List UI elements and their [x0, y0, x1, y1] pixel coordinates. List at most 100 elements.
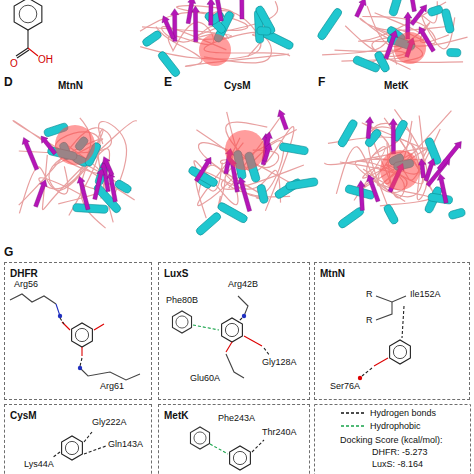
helix [383, 203, 400, 225]
panel-heading: MtnN [319, 268, 346, 279]
ligand-drawings [10, 0, 471, 474]
strand [410, 5, 427, 26]
legend-text: Hydrogen bonds [370, 408, 436, 418]
strand [107, 172, 117, 202]
binding-pocket [380, 150, 420, 190]
strand [437, 141, 461, 170]
atom-label: O [10, 58, 18, 69]
ring [190, 427, 209, 449]
strand [93, 168, 105, 199]
protein-cartoon [140, 0, 294, 78]
protein-cartoon [187, 110, 318, 237]
panel-heading: LuxS [163, 268, 189, 279]
ring [62, 436, 83, 460]
bond [376, 296, 406, 302]
aromatic-circle [393, 345, 406, 358]
legend-item: Hydrogen bonds [340, 408, 436, 418]
bond [376, 302, 392, 320]
protein-cartoon [13, 118, 137, 228]
panel-letter: E [164, 76, 172, 89]
residue-label: Gly222A [92, 418, 127, 428]
legend-swatch [340, 409, 366, 417]
binding-pocket [55, 125, 95, 165]
panel-box: MtnN [314, 262, 470, 400]
strand [103, 157, 114, 176]
ring [14, 0, 42, 30]
helix [448, 208, 466, 220]
interaction-line [84, 446, 106, 454]
interaction-line [60, 318, 64, 324]
strand [238, 177, 252, 211]
bond [27, 30, 28, 48]
legend-text: Hydrophobic [370, 421, 421, 431]
helix [316, 7, 343, 41]
interaction-line [84, 432, 92, 442]
panel-heading: DHFR [9, 268, 39, 279]
score-note: Docking Score (kcal/mol): [340, 436, 443, 446]
helix [428, 193, 453, 205]
legend-frame [315, 405, 471, 474]
aromatic-circle [233, 451, 246, 464]
panel-heading: CysM [9, 410, 38, 421]
bond [28, 48, 38, 56]
helix [204, 11, 228, 35]
strand [407, 0, 416, 12]
aromatic-circle [225, 323, 238, 336]
helix [195, 211, 222, 236]
strand [162, 16, 175, 40]
helix [255, 5, 277, 36]
aromatic-circle [65, 441, 78, 454]
score-note: LuxS: -8.164 [372, 460, 423, 470]
strand [34, 180, 47, 208]
bond [238, 296, 248, 316]
bond [226, 342, 232, 352]
helix [73, 203, 109, 213]
residue-label: Lys44A [24, 460, 54, 470]
helix [447, 48, 461, 56]
residue-label: Thr240A [262, 428, 297, 438]
strand [437, 174, 448, 204]
interaction-line [252, 440, 264, 452]
binding-pocket [394, 32, 426, 64]
atom [242, 314, 246, 318]
strand [238, 0, 246, 19]
interaction-line [80, 358, 82, 366]
bond [80, 368, 140, 380]
residue-label: Arg42B [228, 280, 258, 290]
strand [186, 0, 195, 24]
ring [390, 340, 411, 364]
helix [337, 118, 359, 148]
bond [94, 324, 104, 330]
helix [157, 50, 181, 78]
atom [358, 376, 362, 380]
residue-label: Phe80B [166, 296, 198, 306]
panel-letter: F [318, 76, 325, 89]
protein-name: MetK [384, 80, 408, 91]
strand [278, 110, 289, 130]
bond [226, 354, 244, 378]
aromatic-circle [19, 5, 37, 23]
interaction-line [193, 325, 219, 330]
strand [207, 0, 215, 25]
residue-label: Ile152A [410, 290, 441, 300]
panel-heading: MetK [163, 410, 189, 421]
legend-swatch [340, 422, 366, 430]
strand [22, 137, 39, 170]
strand [194, 157, 211, 182]
helix [427, 5, 444, 17]
interaction-line [402, 306, 404, 338]
strand [389, 119, 397, 154]
residue-label: Glu60A [190, 374, 220, 384]
protein-name: MtnN [58, 80, 83, 91]
helix [441, 8, 455, 34]
strand [424, 159, 435, 182]
strand [77, 176, 90, 210]
aromatic-circle [176, 316, 188, 328]
residue-label: Gly128A [262, 358, 297, 368]
interaction-line [52, 452, 60, 458]
ring [72, 323, 93, 347]
bond [17, 50, 29, 58]
